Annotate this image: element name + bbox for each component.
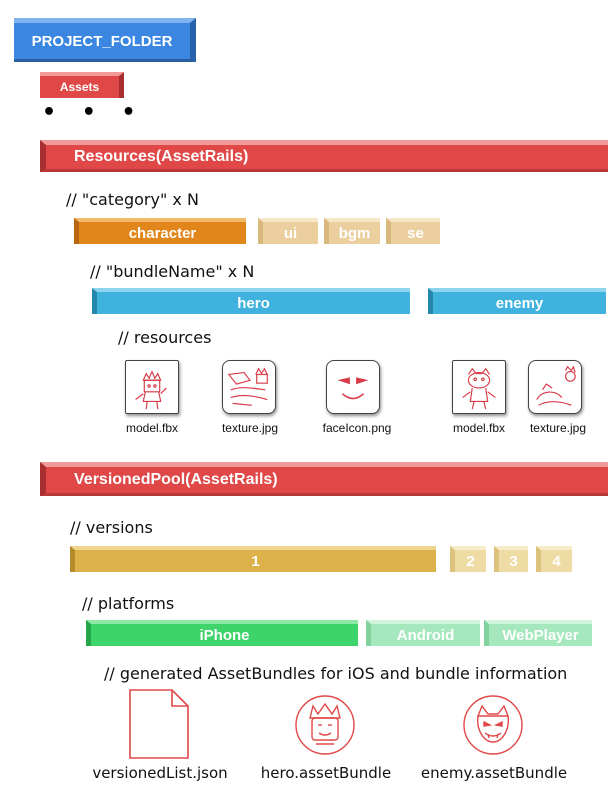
resources-box: Resources(AssetRails) (40, 140, 608, 172)
platforms-comment: // platforms (82, 594, 175, 613)
bundle-hero: hero (92, 288, 410, 314)
output-caption: enemy.assetBundle (420, 764, 568, 782)
file-caption: model.fbx (452, 421, 506, 435)
output-caption: versionedList.json (92, 764, 228, 782)
assets-box: Assets (40, 72, 124, 98)
project-folder-box: PROJECT_FOLDER (14, 18, 196, 62)
file-caption: texture.jpg (221, 421, 279, 435)
ellipsis-dots: • • • (42, 100, 145, 125)
versions-comment: // versions (70, 518, 153, 537)
enemy-texture-icon (528, 360, 582, 414)
bundle-name-comment: // "bundleName" x N (90, 262, 255, 281)
face-icon (326, 360, 380, 414)
version-2: 2 (450, 546, 486, 572)
category-se: se (386, 218, 440, 244)
document-icon (128, 688, 190, 760)
hero-bundle-icon (294, 694, 356, 756)
enemy-model-icon (452, 360, 506, 414)
versioned-pool-box: VersionedPool(AssetRails) (40, 462, 608, 496)
platform-webplayer: WebPlayer (484, 620, 592, 646)
enemy-bundle-icon (462, 694, 524, 756)
hero-model-icon (125, 360, 179, 414)
category-ui: ui (258, 218, 318, 244)
output-caption: hero.assetBundle (260, 764, 392, 782)
category-comment: // "category" x N (66, 190, 199, 209)
file-caption: texture.jpg (529, 421, 587, 435)
category-bgm: bgm (324, 218, 380, 244)
platform-iphone: iPhone (86, 620, 358, 646)
bundle-enemy: enemy (428, 288, 606, 314)
generated-comment: // generated AssetBundles for iOS and bu… (104, 664, 568, 683)
resources-comment: // resources (118, 328, 212, 347)
platform-android: Android (366, 620, 480, 646)
hero-texture-icon (222, 360, 276, 414)
version-4: 4 (536, 546, 572, 572)
file-caption: faceIcon.png (322, 421, 392, 435)
version-3: 3 (494, 546, 528, 572)
file-caption: model.fbx (125, 421, 179, 435)
category-character: character (74, 218, 246, 244)
version-1: 1 (70, 546, 436, 572)
